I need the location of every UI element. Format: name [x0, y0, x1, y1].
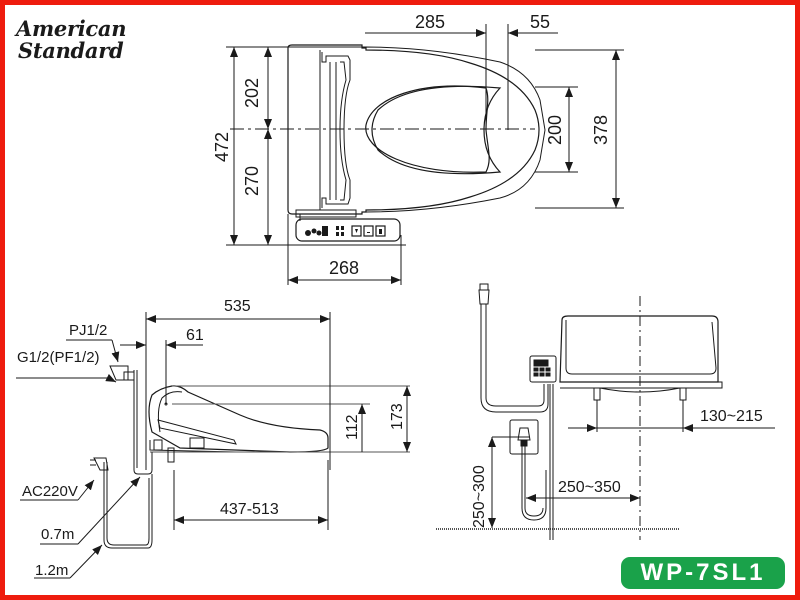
dim-535: 535 — [224, 298, 251, 315]
dim-200: 200 — [545, 114, 565, 145]
dim-268: 268 — [329, 258, 360, 278]
label-cable-0-7m: 0.7m — [41, 526, 75, 543]
dim-378: 378 — [591, 114, 611, 145]
brand-line-1: American — [16, 16, 127, 41]
dim-112: 112 — [344, 414, 361, 440]
control-panel-icons — [305, 225, 386, 237]
dim-250-300: 250~300 — [471, 465, 488, 528]
control-panel-outline — [295, 218, 401, 242]
dim-61: 61 — [186, 327, 204, 344]
label-pj12: PJ1/2 — [69, 322, 108, 339]
dim-250-350: 250~350 — [558, 479, 621, 496]
top-view-seat — [230, 44, 546, 221]
dim-437-513: 437-513 — [220, 501, 279, 518]
label-ac220v: AC220V — [22, 483, 78, 500]
top-view-dimensions — [226, 24, 624, 285]
side-view-dimensions — [16, 312, 411, 579]
dim-472: 472 — [212, 131, 232, 162]
brand-line-2: Standard — [18, 38, 124, 63]
brand-logo: American Standard — [16, 18, 126, 62]
label-cable-1-2m: 1.2m — [35, 562, 69, 579]
rear-view-seat — [478, 283, 723, 540]
dim-285: 285 — [415, 12, 446, 32]
dim-173: 173 — [389, 403, 406, 430]
side-view-seat — [90, 365, 410, 549]
rear-view-dimensions — [436, 424, 775, 530]
model-badge: WP-7SL1 — [621, 557, 785, 589]
dim-270: 270 — [242, 165, 262, 196]
label-g12-pf12: G1/2(PF1/2) — [17, 349, 100, 366]
dim-202: 202 — [242, 77, 262, 108]
dim-130-215: 130~215 — [700, 408, 763, 425]
dim-55: 55 — [530, 12, 551, 32]
